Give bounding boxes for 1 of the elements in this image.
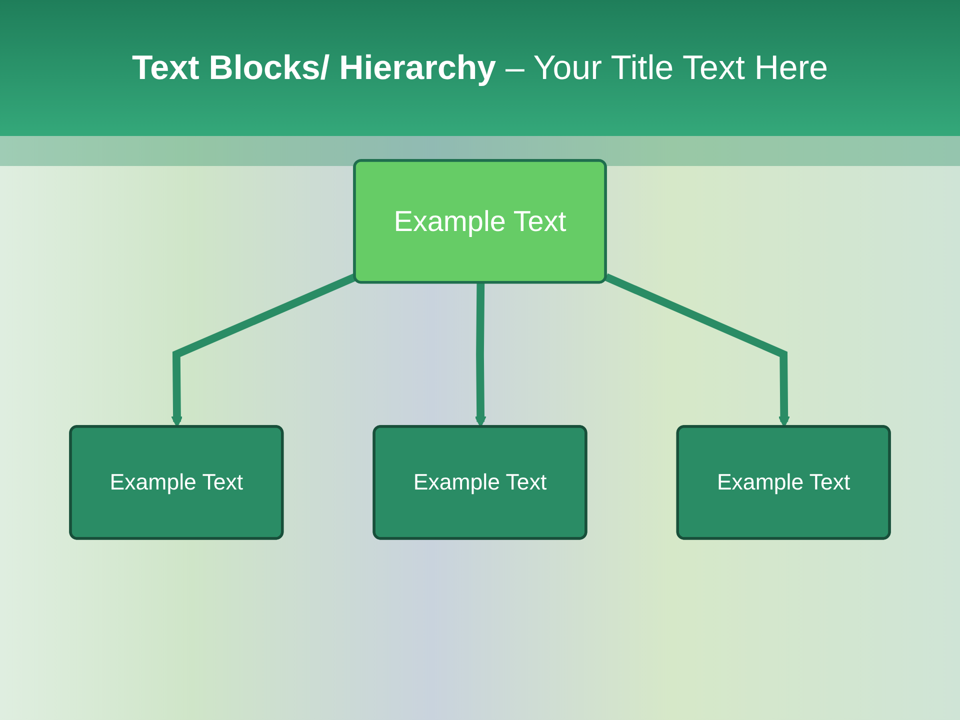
slide-title: Text Blocks/ Hierarchy – Your Title Text Here (132, 48, 828, 88)
